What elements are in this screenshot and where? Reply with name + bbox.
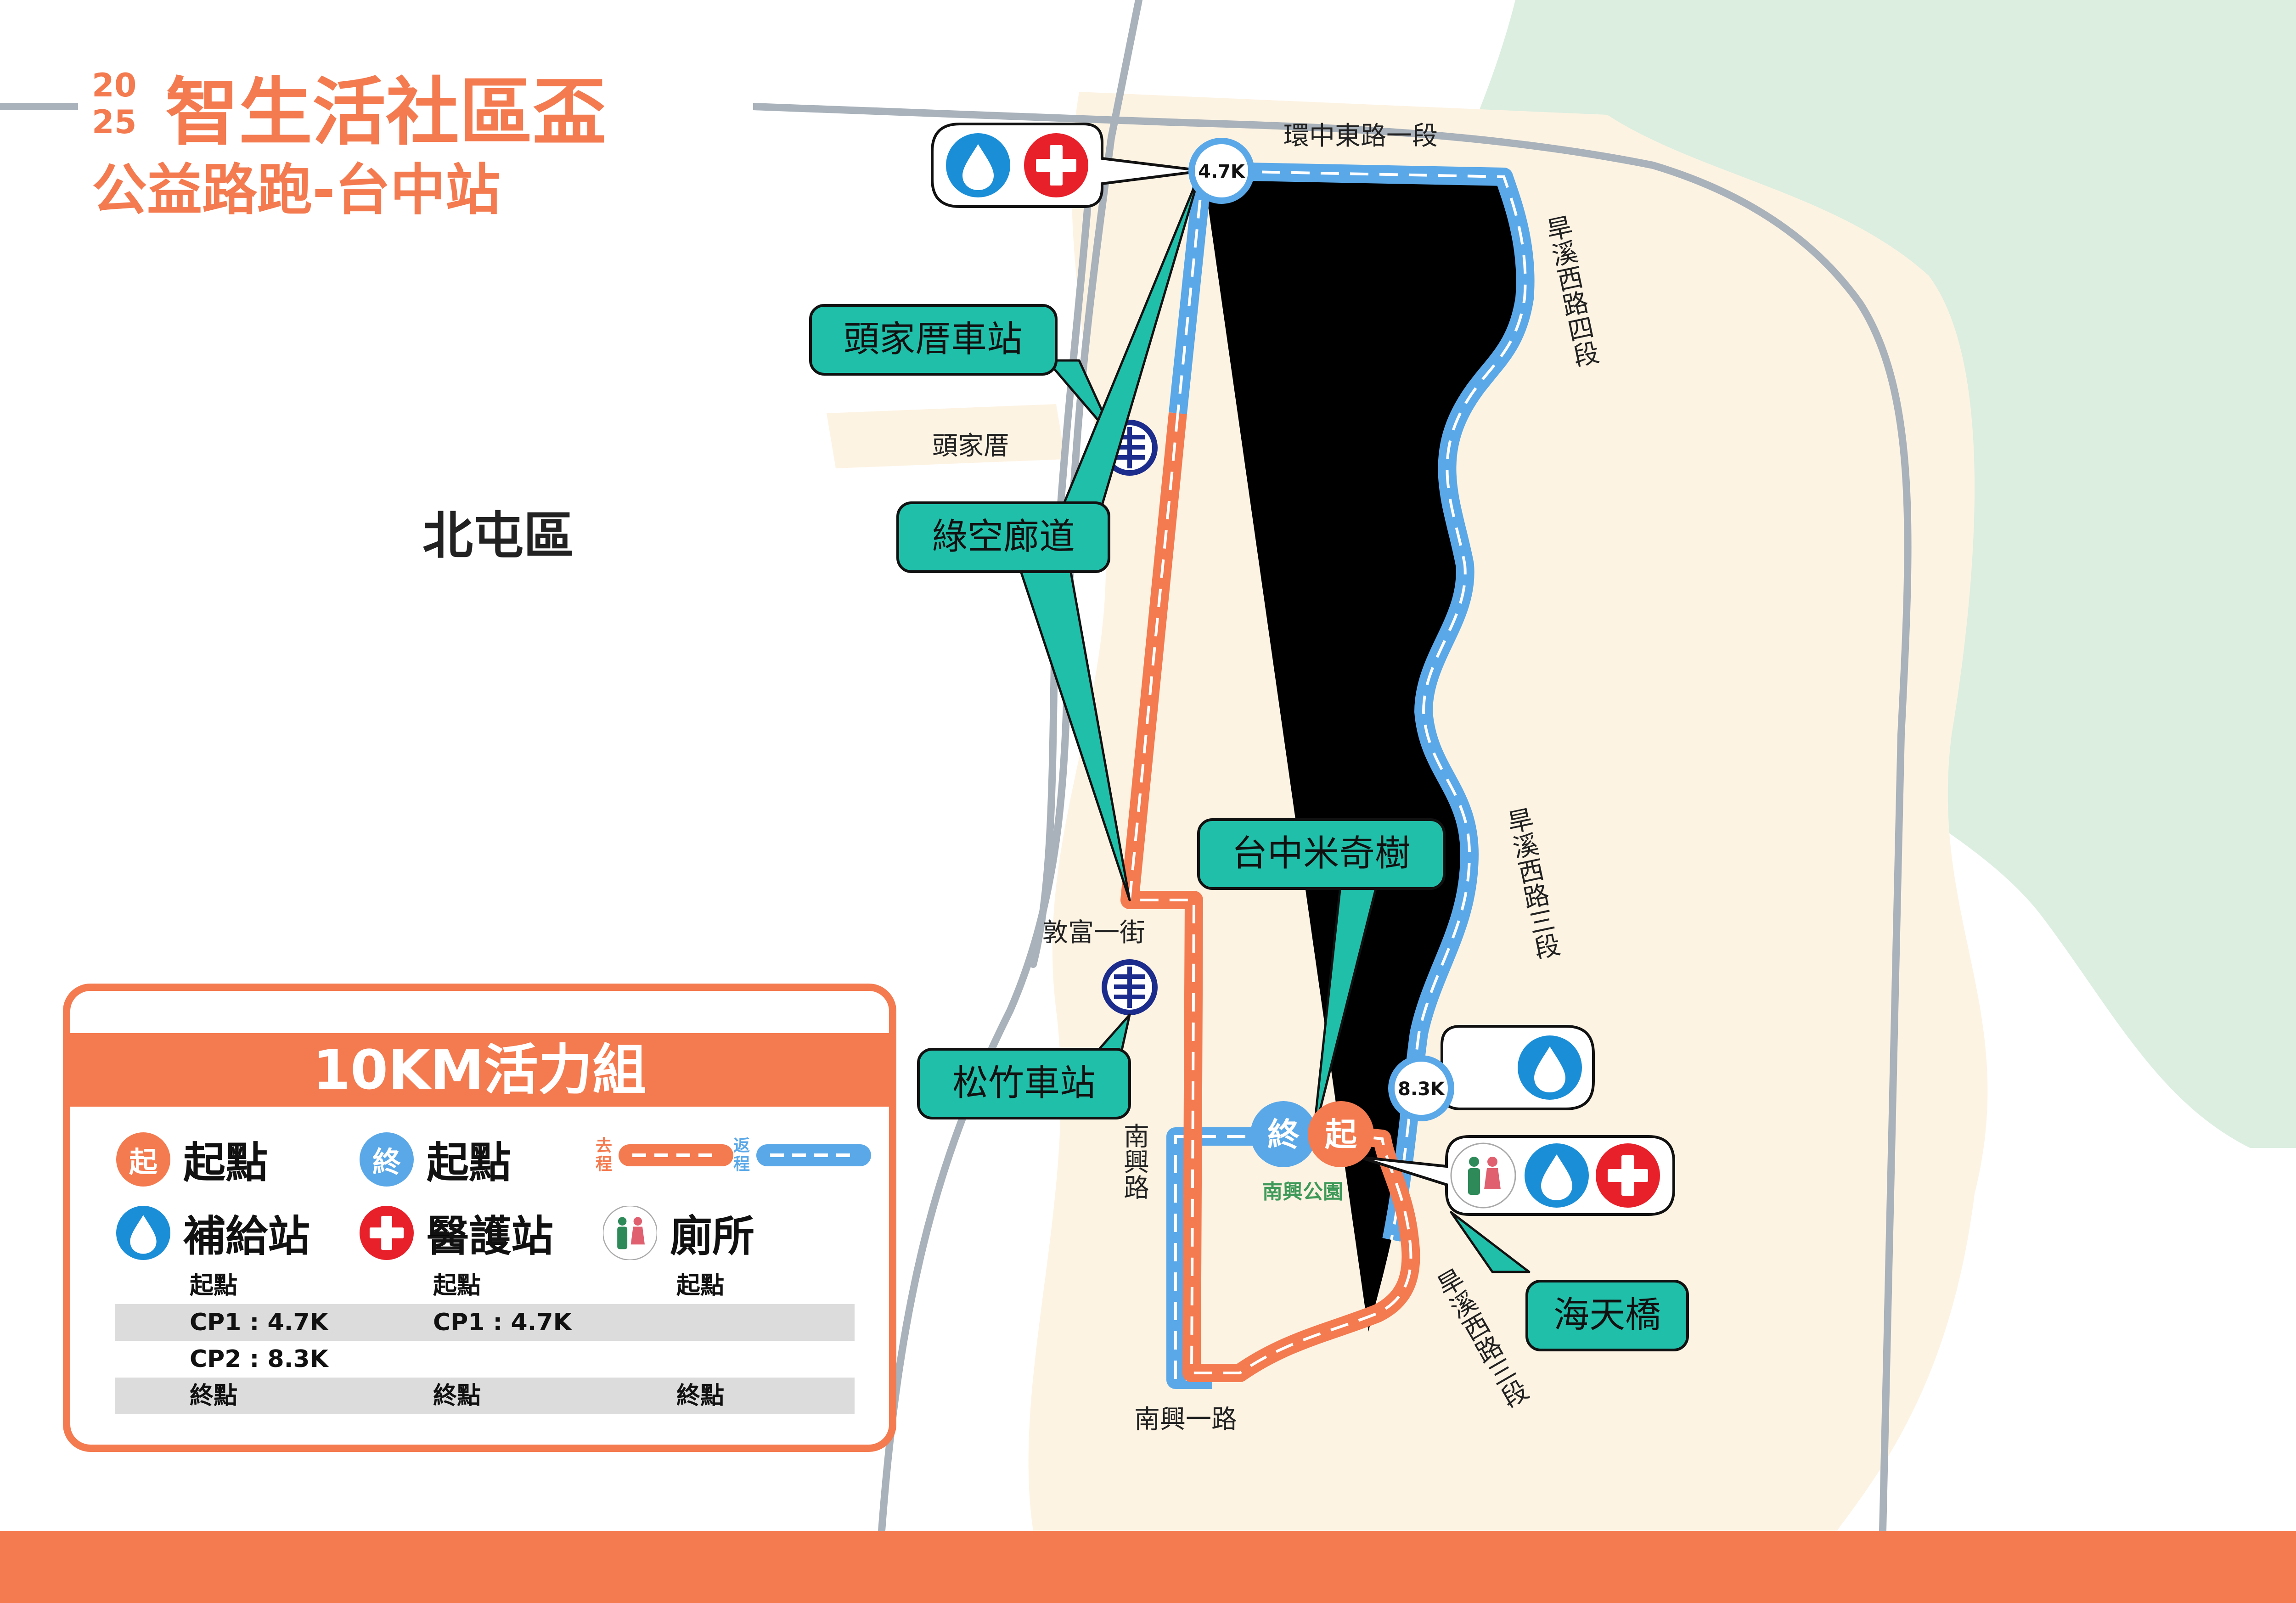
legend-water-label: 補給站 [183, 1212, 310, 1261]
legend-out-route: 去程 [594, 1137, 733, 1174]
legend-cell: 終點 [676, 1382, 725, 1410]
legend-cell: CP1 : 4.7K [433, 1309, 572, 1336]
water-drop-icon [1518, 1035, 1582, 1100]
checkpoint-cp2: 8.3K [1388, 1055, 1454, 1121]
park-label: 南興公園 [1262, 1180, 1343, 1204]
legend-toilet: 廁所 [603, 1202, 754, 1263]
title-year-bottom: 25 [92, 103, 136, 141]
toilet-icon [603, 1205, 657, 1260]
legend-title: 10KM活力組 [70, 1033, 889, 1107]
medical-cross-icon [360, 1205, 414, 1260]
svg-text:海天橋: 海天橋 [1553, 1294, 1661, 1336]
cp2-services-bubble [1418, 1025, 1595, 1110]
legend-water: 補給站 [116, 1202, 310, 1263]
legend-cell: 起點 [190, 1272, 238, 1299]
callout-pointers [1018, 169, 1531, 1273]
return-route-swatch [756, 1144, 871, 1166]
svg-text:4.7K: 4.7K [1198, 161, 1246, 182]
svg-text:台中米奇樹: 台中米奇樹 [1232, 833, 1411, 874]
road-label-nanxing1: 南興一路 [1134, 1405, 1237, 1434]
finish-icon: 終 [360, 1132, 414, 1187]
legend-start: 起 起點 [116, 1129, 268, 1190]
legend-panel: 10KM活力組 起 起點 終 起點 去程 返程 補給站 醫護站 廁所 起點 起點… [63, 984, 896, 1452]
out-route-label: 去程 [595, 1136, 612, 1174]
legend-cell: CP1 : 4.7K [190, 1309, 328, 1336]
water-drop-icon [116, 1205, 170, 1260]
legend-finish: 終 起點 [360, 1129, 511, 1190]
legend-cell: 起點 [433, 1272, 481, 1299]
callout-station2: 松竹車站 [917, 1048, 1131, 1119]
title-line1: 智生活社區盃 [165, 69, 606, 155]
water-drop-icon [946, 133, 1010, 197]
callout-bridge: 海天橋 [1525, 1280, 1689, 1351]
legend-row-bg [115, 1304, 855, 1341]
callout-station1: 頭家厝車站 [809, 304, 1058, 376]
water-drop-icon [1525, 1143, 1589, 1208]
train-station-icon [1104, 962, 1155, 1012]
start-services-bubble [1359, 1135, 1675, 1216]
title-line2: 公益路跑-台中站 [92, 158, 501, 222]
svg-text:起: 起 [1325, 1116, 1357, 1153]
out-route-swatch [619, 1144, 733, 1166]
legend-cell: 終點 [190, 1382, 238, 1410]
return-route [1166, 162, 1535, 1389]
legend-return-route: 返程 [732, 1137, 871, 1174]
legend-cell: 終點 [433, 1382, 481, 1410]
road-label-nanxing: 南興路 [1120, 1123, 1149, 1200]
legend-toilet-label: 廁所 [670, 1212, 755, 1261]
event-title: 20 25 智生活社區盃 公益路跑-台中站 [78, 67, 753, 222]
district-label: 北屯區 [422, 506, 574, 565]
outbound-route [1120, 412, 1420, 1382]
road-label-huanzhong: 環中東路一段 [1283, 121, 1438, 151]
footer-band [0, 1531, 2296, 1603]
medical-cross-icon [1024, 133, 1088, 197]
svg-text:松竹車站: 松竹車站 [952, 1063, 1096, 1104]
svg-text:頭家厝車站: 頭家厝車站 [844, 319, 1023, 360]
legend-medic: 醫護站 [360, 1202, 553, 1263]
toilet-icon [1450, 1142, 1516, 1209]
start-icon: 起 [116, 1132, 170, 1187]
legend-finish-label: 起點 [427, 1138, 512, 1187]
cp1-services-bubble [931, 123, 1204, 208]
svg-text:綠空廊道: 綠空廊道 [932, 516, 1075, 557]
legend-row-bg [115, 1378, 855, 1414]
legend-cell: 起點 [676, 1272, 725, 1299]
title-year-top: 20 [92, 67, 136, 104]
road-label-dunfu: 敦富一街 [1042, 918, 1145, 948]
road-label-toujiacuo: 頭家厝 [932, 431, 1009, 461]
callout-greenway: 綠空廊道 [896, 501, 1110, 573]
callout-tree: 台中米奇樹 [1197, 818, 1446, 890]
svg-text:終: 終 [1267, 1116, 1300, 1153]
legend-cell: CP2 : 8.3K [190, 1345, 328, 1373]
return-route-label: 返程 [733, 1136, 750, 1174]
legend-medic-label: 醫護站 [427, 1212, 554, 1261]
medical-cross-icon [1596, 1143, 1660, 1208]
svg-text:8.3K: 8.3K [1398, 1079, 1446, 1100]
checkpoint-cp1: 4.7K [1188, 138, 1255, 204]
legend-start-label: 起點 [183, 1138, 268, 1187]
start-marker: 起 [1308, 1101, 1374, 1167]
finish-marker: 終 [1250, 1101, 1317, 1167]
